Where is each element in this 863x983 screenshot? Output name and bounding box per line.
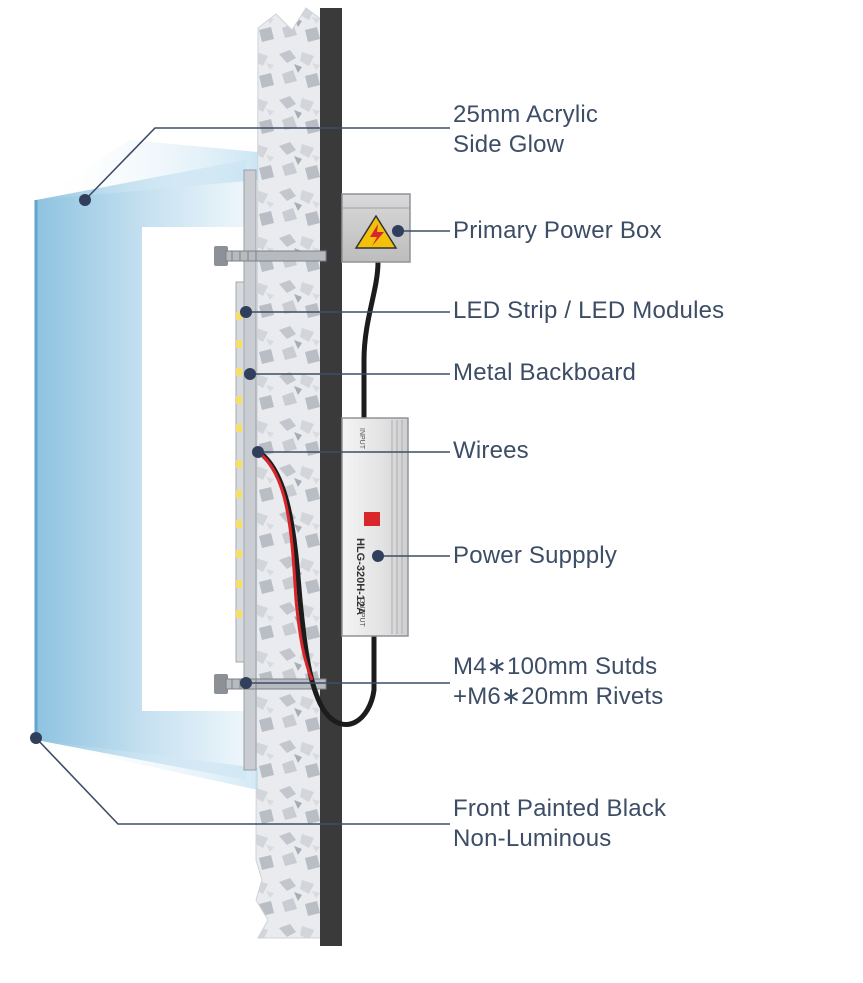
label-front-line2: Non-Luminous	[453, 825, 612, 852]
label-led-strip: LED Strip / LED Modules	[453, 297, 725, 324]
label-front-line1: Front Painted Black	[453, 795, 667, 822]
stud-bottom	[214, 674, 327, 694]
leader-front	[35, 737, 450, 825]
label-acrylic-line1: 25mm Acrylic	[453, 101, 599, 128]
label-power-box: Primary Power Box	[453, 217, 662, 244]
metal-backboard	[235, 169, 257, 771]
label-studs-line2: +M6∗20mm Rivets	[453, 683, 664, 710]
label-studs: M4∗100mm Sutds +M6∗20mm Rivets	[453, 652, 664, 712]
leader-lines	[35, 127, 450, 825]
power-supply-unit: HLG-320H-12A INPUT OUTPUT	[341, 417, 409, 637]
psu-output-text: OUTPUT	[358, 598, 365, 628]
acrylic-side-glow	[34, 140, 258, 790]
leader-acrylic	[84, 127, 450, 201]
warning-icon	[354, 214, 398, 249]
label-front: Front Painted Black Non-Luminous	[453, 794, 666, 854]
psu-model-text: HLG-320H-12A	[354, 538, 366, 615]
label-acrylic-line2: Side Glow	[453, 131, 565, 158]
led-modules	[236, 312, 242, 618]
wires	[254, 261, 381, 727]
wall-plate	[320, 8, 342, 946]
label-acrylic: 25mm Acrylic Side Glow	[453, 100, 598, 160]
leader-dots	[30, 194, 404, 744]
label-power-supply: Power Suppply	[453, 542, 618, 569]
label-studs-line1: M4∗100mm Sutds	[453, 653, 658, 680]
label-backboard: Metal Backboard	[453, 359, 637, 386]
psu-input-text: INPUT	[358, 428, 365, 450]
label-wires: Wirees	[453, 437, 529, 464]
stone-wall	[255, 7, 323, 939]
stud-top	[214, 246, 327, 266]
